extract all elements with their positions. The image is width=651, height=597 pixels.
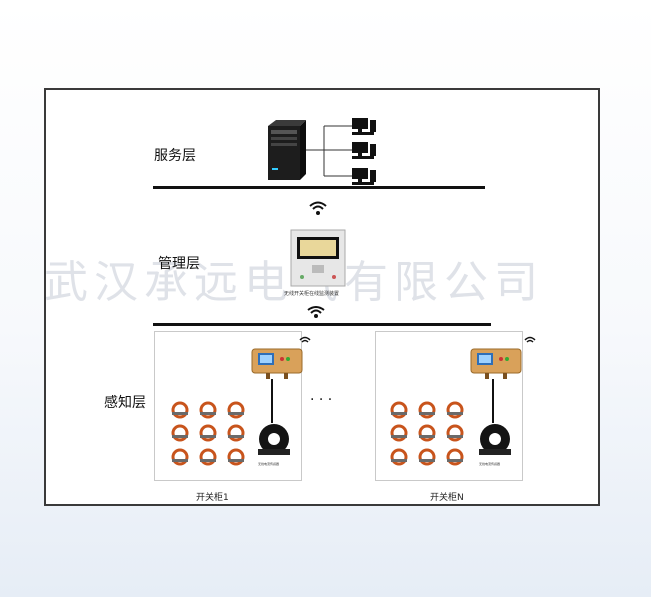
svg-text:无线电流传感器: 无线电流传感器 <box>258 461 279 466</box>
current-sensor-icon <box>258 424 290 455</box>
server-computers-graphic <box>268 118 376 185</box>
network-lines <box>306 125 352 177</box>
sensing-layer-label: 感知层 <box>104 395 146 411</box>
management-layer-divider <box>153 323 491 326</box>
workstation-icon <box>352 168 376 185</box>
service-layer-divider <box>153 186 485 189</box>
cabinet-n-graphic: 无线电流传感器 <box>390 336 536 466</box>
cabinet-n-label: 开关柜N <box>430 493 464 503</box>
signal-icon <box>299 336 311 343</box>
cabinet-1-graphic: 无线电流传感器 <box>171 336 311 466</box>
service-layer-label: 服务层 <box>154 148 196 164</box>
workstation-icon <box>352 142 376 159</box>
signal-icon <box>524 336 536 343</box>
workstation-icon <box>352 118 376 135</box>
temperature-sensor-grid <box>390 401 464 466</box>
temperature-sensor-grid <box>171 401 245 466</box>
server-icon <box>268 120 306 180</box>
monitoring-device-graphic <box>290 229 346 287</box>
ellipsis: · · · <box>310 392 333 408</box>
management-layer-label: 管理层 <box>158 256 200 272</box>
wifi-icon <box>307 306 325 318</box>
device-caption: 无线开关柜在线监测装置 <box>284 291 340 297</box>
wifi-icon <box>309 201 327 215</box>
current-sensor-icon <box>479 424 511 455</box>
transmitter-icon <box>470 348 522 379</box>
cabinet-1-label: 开关柜1 <box>196 493 229 503</box>
svg-text:无线电流传感器: 无线电流传感器 <box>479 461 500 466</box>
transmitter-icon <box>251 348 303 379</box>
